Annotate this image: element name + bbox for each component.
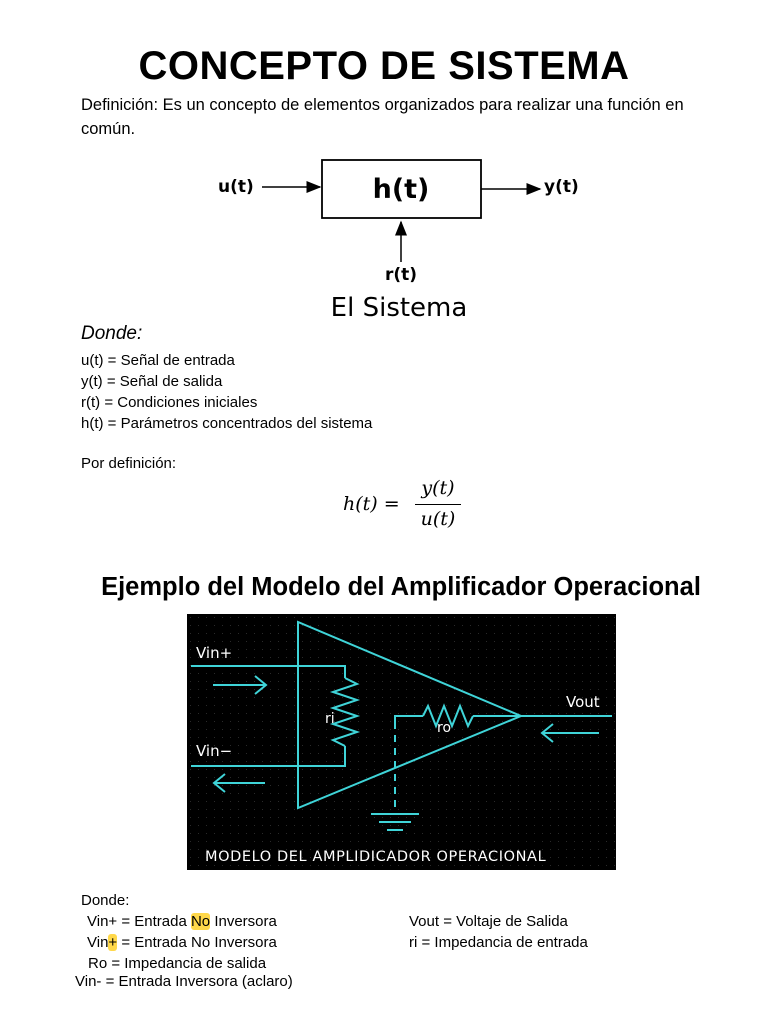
vin-plus-label: Vin+ (196, 644, 232, 662)
page-title: CONCEPTO DE SISTEMA (138, 44, 630, 88)
legend-vin-plus-a: Vin+ = Entrada (87, 913, 191, 930)
initial-label: r(t) (385, 265, 417, 285)
definition-h: h(t) = Parámetros concentrados del siste… (81, 415, 373, 432)
definition-r: r(t) = Condiciones iniciales (81, 394, 258, 411)
example-heading: Ejemplo del Modelo del Amplificador Oper… (101, 573, 701, 601)
donde-heading: Donde: (81, 323, 143, 344)
block-label: h(t) (373, 174, 430, 205)
diagram-caption: El Sistema (331, 293, 468, 323)
input-label: u(t) (218, 177, 254, 197)
legend-vin-minus: Vin- = Entrada Inversora (aclaro) (75, 973, 293, 990)
legend-vin-b: = Entrada No Inversora (117, 934, 277, 951)
ri-wire (298, 665, 346, 678)
donde2-heading: Donde: (81, 892, 130, 909)
legend-vin-a: Vin (87, 934, 109, 951)
formula-numerator: y(t) (421, 477, 455, 499)
output-label: y(t) (544, 177, 579, 197)
transfer-formula: h(t) = y(t) u(t) (340, 474, 480, 536)
legend-ri: ri = Impedancia de entrada (409, 934, 588, 951)
formula-lhs: h(t) = (343, 493, 400, 515)
opamp-figure: Vin+ Vin− ri ro Vout MODELO DEL AMPLIDIC… (187, 614, 616, 870)
ro-label: ro (437, 720, 451, 736)
definition-text: Definición: Es un concepto de elementos … (81, 96, 684, 138)
legend-vin-plus: Vin+ = Entrada No Inversora (87, 912, 277, 933)
fraction-bar (415, 504, 461, 505)
vout-label: Vout (566, 693, 600, 711)
ro-wire (394, 715, 423, 722)
highlight-plus: + (108, 934, 118, 951)
por-definicion-label: Por definición: (81, 455, 177, 472)
definition-u: u(t) = Señal de entrada (81, 352, 235, 369)
system-block-diagram: u(t) h(t) y(t) r(t) El Sistema (218, 159, 579, 323)
formula-denominator: u(t) (420, 508, 456, 530)
legend-ro: Ro = Impedancia de salida (88, 955, 267, 972)
opamp-diagram: Vin+ Vin− ri ro Vout MODELO DEL AMPLIDIC… (187, 614, 616, 870)
highlight-no: No (190, 913, 211, 930)
ro-resistor (422, 703, 474, 729)
legend-vout: Vout = Voltaje de Salida (409, 913, 568, 930)
legend-vin-plus-b: Inversora (210, 913, 277, 930)
opamp-caption: MODELO DEL AMPLIDICADOR OPERACIONAL (205, 849, 546, 865)
legend-vin-plus-2: Vin+ = Entrada No Inversora (87, 933, 277, 954)
ri-resistor (329, 677, 361, 747)
ri-label: ri (325, 711, 335, 727)
definition-y: y(t) = Señal de salida (81, 373, 223, 390)
vin-minus-label: Vin− (196, 742, 232, 760)
opamp-triangle (297, 620, 524, 810)
ri-wire-bottom (298, 746, 346, 767)
